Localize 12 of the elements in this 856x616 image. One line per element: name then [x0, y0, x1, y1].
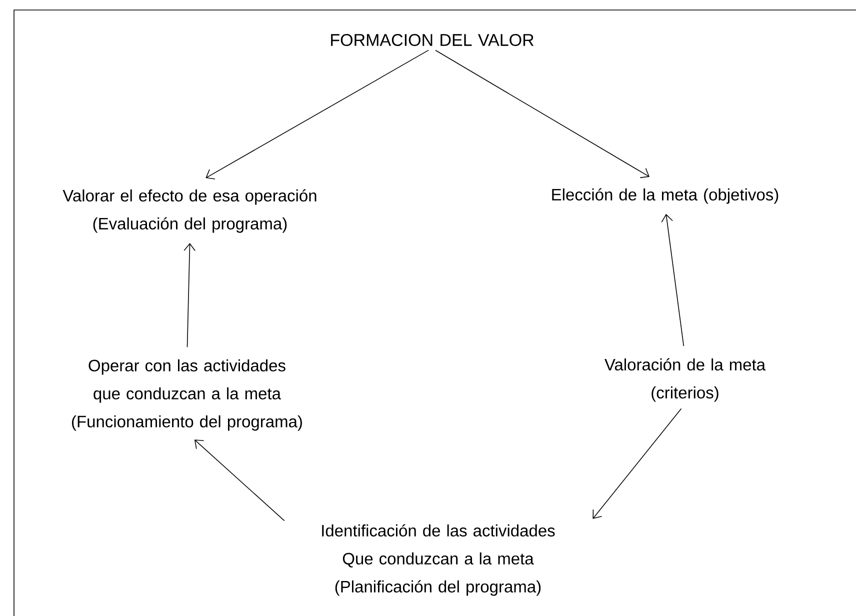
arrow [206, 50, 429, 180]
step-text: Elección de la meta (objetivos) [552, 188, 778, 204]
arrow [435, 50, 650, 178]
step-text: Valoración de la meta (criterios) [604, 358, 766, 402]
arrow [661, 214, 684, 346]
step-text: Identificación de las actividades Que conduzcan a la meta (Planificación del programa) [322, 524, 555, 596]
title-text: FORMACION DEL VALOR [331, 34, 534, 46]
arrow [592, 408, 682, 519]
step-text: Operar con las actividades que conduzcan a la meta (Funcionamiento del programa) [72, 359, 302, 431]
arrow [184, 242, 196, 348]
arrow [194, 440, 285, 522]
step-text: Valorar el efecto de esa operación (Evaluación del programa) [62, 189, 316, 233]
